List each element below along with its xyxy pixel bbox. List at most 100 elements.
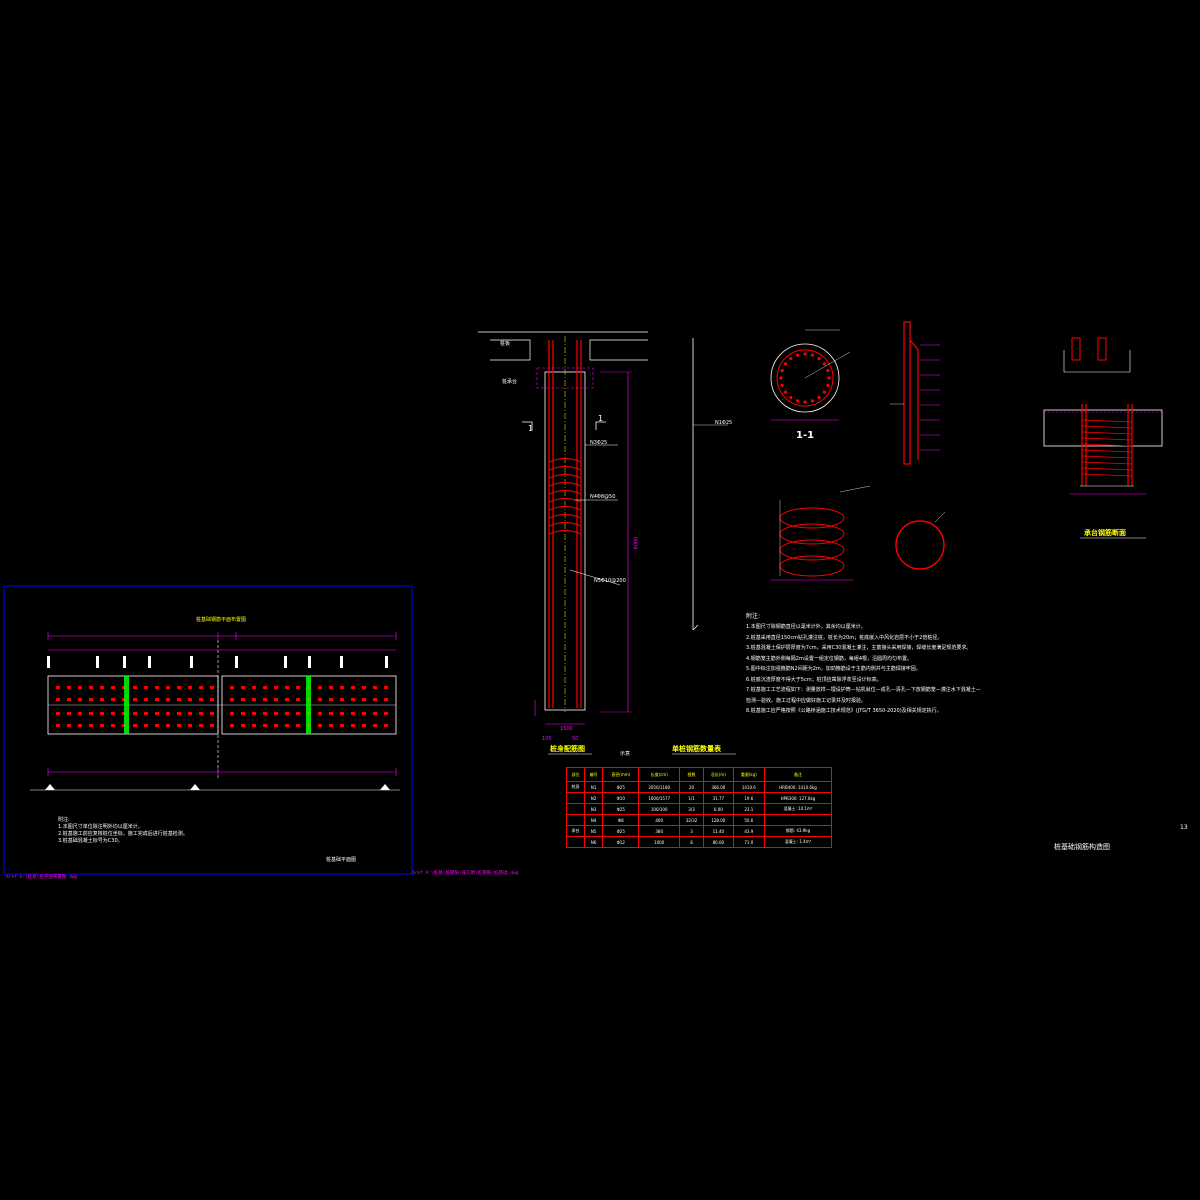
table-cell: HPB300: 127.6kg [763, 792, 833, 804]
table-header-row: 部位 编号 直径(mm) 长度(cm) 根数 总长(m) 重量(kg) 备注 [565, 767, 833, 782]
spiral-zone [548, 458, 582, 535]
note-item: 1.本图尺寸除钢筋直径以毫米计外，其余均以厘米计。 [746, 624, 866, 630]
cap-ring [1081, 443, 1133, 447]
drawing-title: 桩基础钢筋构造图 [1054, 843, 1110, 851]
table-cell: 混凝土: 1.4m³ [763, 836, 833, 848]
section-bar-dot [783, 362, 788, 366]
pile-dot [263, 724, 267, 727]
left-note-1: 1.本图尺寸单位除注明外均以厘米计。 [58, 824, 143, 830]
pile-dot [351, 686, 355, 689]
note-item: 7.桩基施工工艺流程如下：测量放样—埋设护筒—钻机就位—成孔—清孔—下放钢筋笼—… [746, 687, 981, 693]
pile-dot [177, 698, 181, 701]
left-sheet [3, 585, 413, 875]
left-sheet-path: Xref A:\桩基\桩平面布置图.dwg [6, 875, 78, 880]
pile-dot [199, 724, 203, 727]
note-item: 4.钢筋笼主筋外侧每隔2m设置一组定位钢筋，每组4根，沿圆周均匀布置。 [746, 655, 913, 662]
spiral-turn [548, 482, 582, 487]
table-cell: Φ25 [602, 803, 640, 815]
pile-dot [340, 724, 344, 727]
table-cell: 钢筋: 43.9kg [763, 825, 833, 837]
pile-dot [210, 698, 214, 701]
table-cell: 承台 [565, 825, 586, 837]
cap-ring [1081, 473, 1133, 477]
section-bar-dots [779, 352, 831, 404]
th-count: 根数 [679, 767, 704, 782]
pile-dot [362, 686, 366, 689]
stiffener-ring [895, 511, 946, 570]
cap-ring [1081, 425, 1133, 429]
left-sheet-title: 桩基础钢筋平面布置图 [196, 617, 247, 623]
pile-dot [351, 724, 355, 727]
section-bar-dot [810, 353, 815, 357]
section-bar-dot [817, 395, 821, 400]
pile-dot [296, 712, 300, 715]
section-bar-dot [783, 390, 788, 394]
pile-dot [188, 698, 192, 701]
pile-dot [155, 686, 159, 689]
table-cell: N3 [584, 803, 604, 815]
pile-dot [144, 698, 148, 701]
pile-dot [100, 724, 104, 727]
pile-dot [252, 698, 256, 701]
left-note-3: 3.桩基础混凝土标号为C30。 [58, 838, 123, 844]
left-note-0: 附注: [58, 817, 70, 823]
th-no: 编号 [584, 767, 604, 782]
spiral-turn [548, 530, 582, 535]
table-cell: 23.1 [732, 803, 765, 815]
section-mark-right: 1 [598, 414, 604, 423]
spiral-turn [548, 514, 582, 519]
pile-dot [210, 724, 214, 727]
pile-dot [89, 712, 93, 715]
pile-dot [67, 724, 71, 727]
pile-elevation [478, 331, 648, 725]
pile-dot [166, 698, 170, 701]
pile-dot [133, 698, 137, 701]
section-mark-left: 1 [528, 424, 534, 433]
pile-dot [111, 698, 115, 701]
section-bar-dot [826, 383, 830, 388]
pile-dot [78, 698, 82, 701]
table-cell: Φ8 [602, 814, 640, 826]
pile-dot [285, 686, 289, 689]
pile-dot [241, 712, 245, 715]
left-sheet-footer-title: 桩基础平面图 [326, 857, 357, 863]
pile-dot [166, 712, 170, 715]
table-cell: 100/100 [638, 803, 681, 815]
pile-dot [274, 698, 278, 701]
table-cell [565, 836, 586, 848]
pile-dot [230, 686, 234, 689]
left-sheet-notes: 附注: 1.本图尺寸单位除注明外均以厘米计。 2.桩基施工前应复核桩位坐标，施工… [58, 816, 188, 844]
table-cell: 400 [638, 814, 681, 826]
pile-dot [111, 712, 115, 715]
pile-dot [274, 712, 278, 715]
pile-dot [144, 724, 148, 727]
pile-dot [318, 698, 322, 701]
section-bar-dot [822, 390, 827, 394]
pile-dot [56, 698, 60, 701]
support-marks [45, 784, 390, 790]
left-note-2: 2.桩基施工前应复核桩位坐标，施工完成后进行桩基检测。 [58, 831, 188, 837]
table-cell: 1600/1577 [638, 792, 681, 804]
section-bar-dot [789, 395, 793, 400]
pile-dot [230, 698, 234, 701]
table-cell: 3 [679, 825, 704, 837]
pile-dot [252, 712, 256, 715]
cap-section-title: 承台钢筋断面 [1084, 529, 1126, 537]
pile-dot [188, 712, 192, 715]
table-cell [565, 803, 586, 815]
pile-dot [199, 712, 203, 715]
spiral-turn [548, 522, 582, 527]
table-cell: 366.00 [702, 781, 734, 793]
pile-dot [188, 724, 192, 727]
pile-dot [351, 712, 355, 715]
th-total: 总长(m) [702, 767, 734, 782]
pile-dot [78, 712, 82, 715]
label-n5: N5Φ10@200 [594, 578, 626, 584]
pile-dot [155, 724, 159, 727]
label-n3: N3Φ25 [590, 440, 608, 446]
table-cell: 8 [679, 836, 704, 848]
table-cell: 1410.6 [732, 781, 765, 793]
